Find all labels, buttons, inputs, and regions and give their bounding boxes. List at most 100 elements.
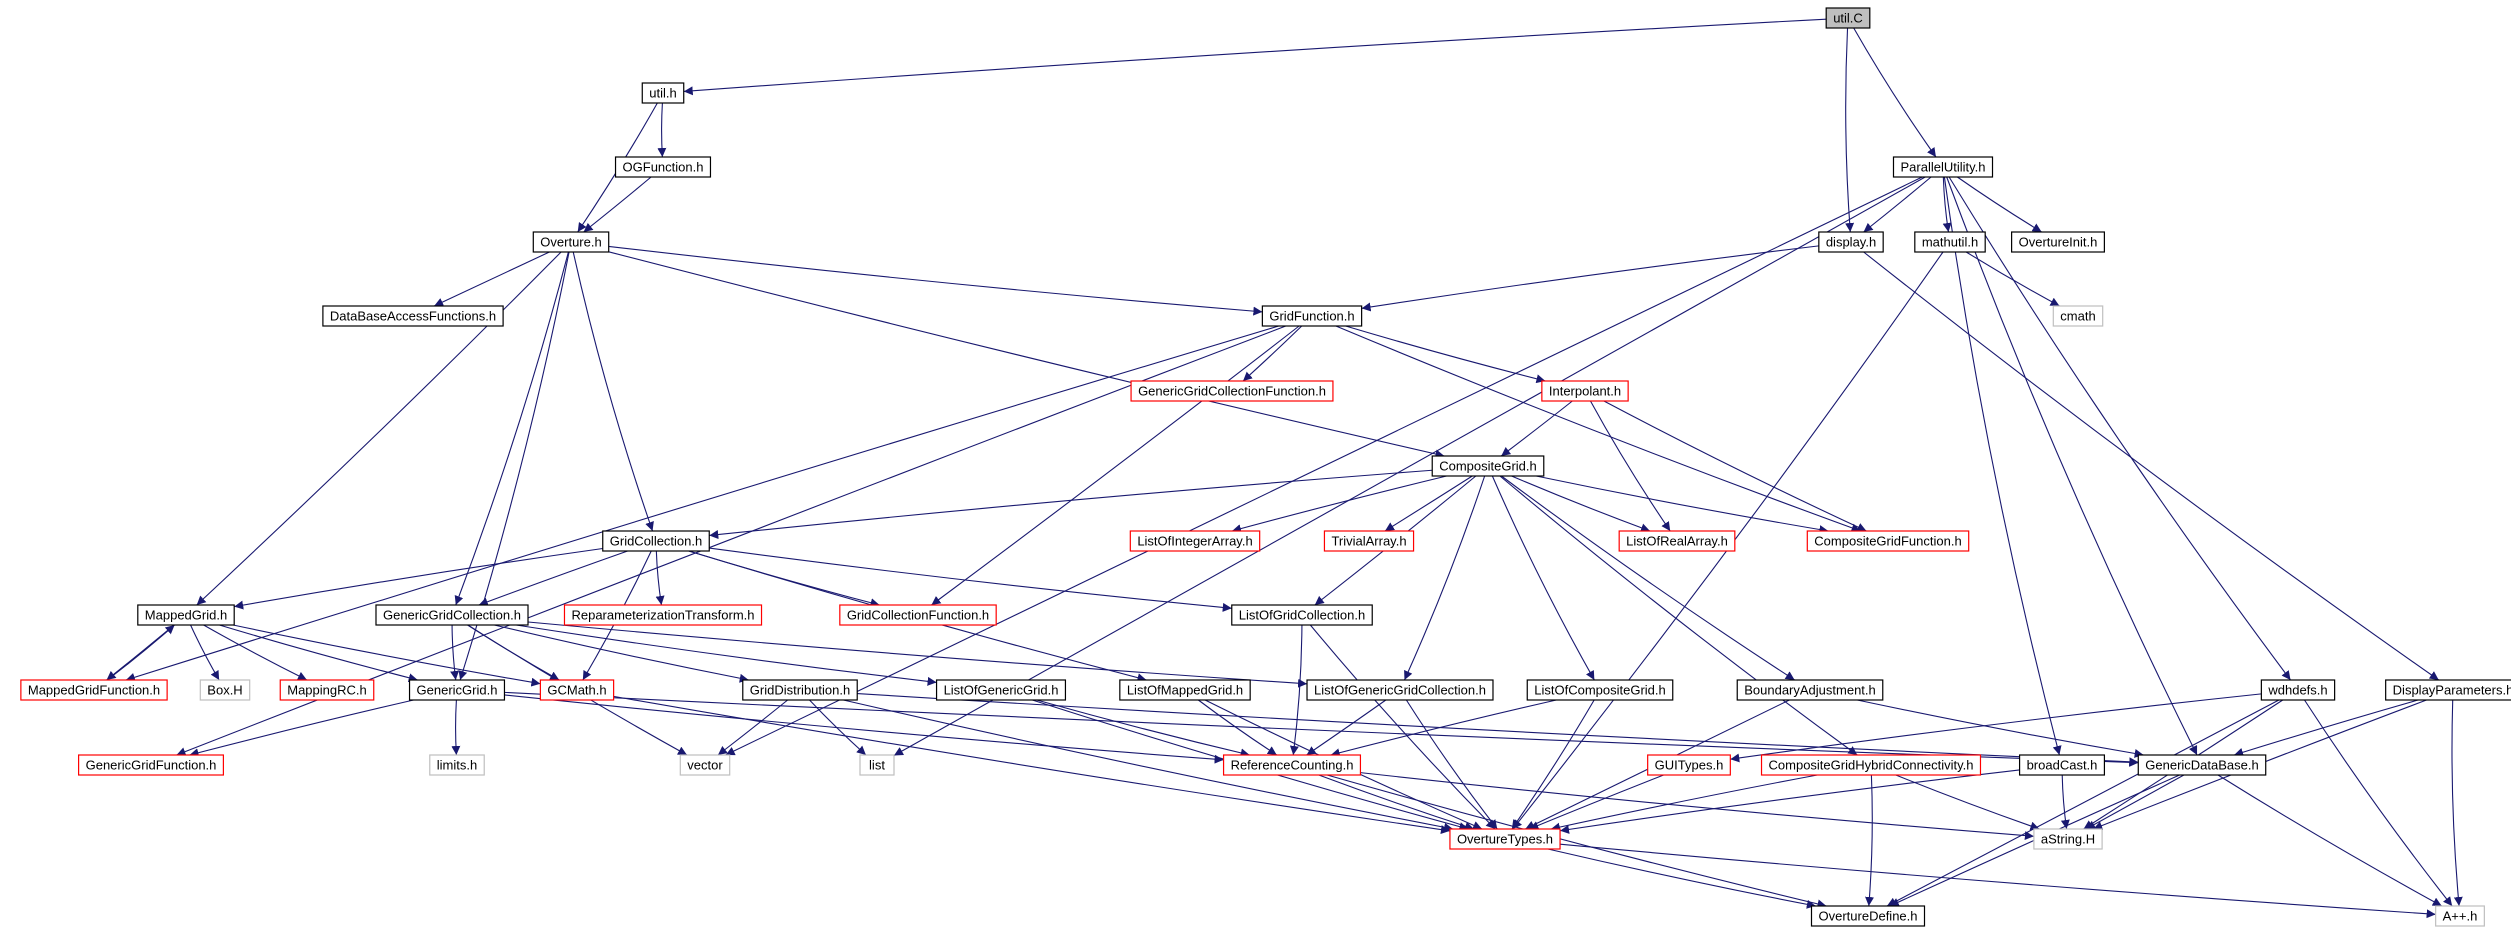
node-genericgrid-h[interactable]: GenericGrid.h: [408, 679, 506, 701]
node-reparameterizationtransform-h[interactable]: ReparameterizationTransform.h: [563, 604, 763, 626]
node-trivialarray-h[interactable]: TrivialArray.h: [1323, 530, 1415, 552]
node-box: [602, 530, 710, 552]
dependency-edge: [1559, 769, 2020, 834]
dependency-edge: [1957, 176, 2042, 233]
node-gridfunction-h[interactable]: GridFunction.h: [1261, 305, 1363, 327]
node-box-h[interactable]: Box.H: [199, 679, 251, 701]
node-a-h[interactable]: A++.h: [2435, 905, 2485, 927]
dependency-edge: [1948, 176, 2291, 681]
node-label: Interpolant.h: [1549, 384, 1621, 399]
node-box: [563, 604, 763, 626]
node-label: vector: [687, 758, 723, 773]
node-compositegrid-h[interactable]: CompositeGrid.h: [1431, 455, 1545, 477]
node-box: [614, 156, 712, 178]
node-display-h[interactable]: display.h: [1818, 231, 1884, 253]
node-box: [429, 754, 485, 776]
node-gridcollectionfunction-h[interactable]: GridCollectionFunction.h: [839, 604, 997, 626]
node-box: [1526, 679, 1674, 701]
node-listofcompositegrid-h[interactable]: ListOfCompositeGrid.h: [1526, 679, 1674, 701]
node-boundaryadjustment-h[interactable]: BoundaryAdjustment.h: [1736, 679, 1884, 701]
node-displayparameters-h[interactable]: DisplayParameters.h: [2385, 679, 2511, 701]
dependency-edge: [2217, 774, 2443, 907]
node-label: GenericGridCollection.h: [383, 608, 521, 623]
dependency-edge: [189, 699, 414, 758]
node-box: [1892, 156, 1994, 178]
node-label: CompositeGridHybridConnectivity.h: [1769, 758, 1974, 773]
dependency-edge: [683, 18, 1827, 96]
node-gcmath-h[interactable]: GCMath.h: [539, 679, 615, 701]
node-label: display.h: [1826, 235, 1876, 250]
dependency-edge: [1886, 699, 2280, 907]
node-box: [322, 305, 504, 327]
node-listofgridcollection-h[interactable]: ListOfGridCollection.h: [1231, 604, 1373, 626]
node-ogfunction-h[interactable]: OGFunction.h: [614, 156, 712, 178]
dependency-edge: [931, 325, 1300, 606]
node-gridcollection-h[interactable]: GridCollection.h: [602, 530, 710, 552]
node-mathutil-h[interactable]: mathutil.h: [1914, 231, 1986, 253]
node-vector[interactable]: vector: [679, 754, 731, 776]
node-overturedefine-h[interactable]: OvertureDefine.h: [1810, 905, 1926, 927]
dependency-edge: [809, 699, 867, 756]
node-overtureinit-h[interactable]: OvertureInit.h: [2011, 231, 2105, 253]
node-util-c[interactable]: util.C: [1825, 7, 1871, 29]
node-cmath[interactable]: cmath: [2052, 305, 2104, 327]
node-box: [1618, 530, 1736, 552]
node-genericgridcollection-h[interactable]: GenericGridCollection.h: [375, 604, 529, 626]
node-griddistribution-h[interactable]: GridDistribution.h: [742, 679, 858, 701]
node-genericdatabase-h[interactable]: GenericDataBase.h: [2137, 754, 2267, 776]
node-genericgridfunction-h[interactable]: GenericGridFunction.h: [78, 754, 224, 776]
dependency-edge: [709, 469, 1433, 540]
node-guitypes-h[interactable]: GUITypes.h: [1647, 754, 1731, 776]
node-util-h[interactable]: util.h: [641, 82, 685, 104]
node-listofgenericgrid-h[interactable]: ListOfGenericGrid.h: [935, 679, 1067, 701]
dependency-edge: [1405, 699, 1498, 830]
node-list[interactable]: list: [859, 754, 895, 776]
dependency-edge: [1857, 699, 2144, 758]
node-listofintegerarray-h[interactable]: ListOfIntegerArray.h: [1129, 530, 1261, 552]
dependency-edge: [516, 624, 937, 686]
dependency-edge: [2085, 774, 2185, 830]
node-box: [1449, 828, 1561, 850]
node-interpolant-h[interactable]: Interpolant.h: [1541, 380, 1629, 402]
node-label: limits.h: [437, 758, 477, 773]
node-mappedgrid-h[interactable]: MappedGrid.h: [137, 604, 235, 626]
dependency-edge: [106, 624, 175, 681]
dependency-edge: [1946, 176, 2198, 756]
node-astring-h[interactable]: aString.H: [2033, 828, 2103, 850]
node-label: GenericDataBase.h: [2145, 758, 2258, 773]
node-label: Overture.h: [540, 235, 601, 250]
dependency-edge: [725, 176, 1923, 756]
dependency-edge: [1550, 774, 1818, 832]
node-compositegridhybridconnectivity-h[interactable]: CompositeGridHybridConnectivity.h: [1760, 754, 1982, 776]
dependency-edge: [583, 176, 652, 233]
dependency-edge: [709, 547, 1232, 612]
node-overture-h[interactable]: Overture.h: [532, 231, 610, 253]
node-box: [1825, 7, 1871, 29]
node-mappingrc-h[interactable]: MappingRC.h: [279, 679, 375, 701]
node-box: [1306, 679, 1494, 701]
dependency-edge: [657, 102, 667, 158]
node-genericgridcollectionfunction-h[interactable]: GenericGridCollectionFunction.h: [1130, 380, 1334, 402]
node-listofmappedgrid-h[interactable]: ListOfMappedGrid.h: [1119, 679, 1251, 701]
node-box: [2011, 231, 2105, 253]
node-limits-h[interactable]: limits.h: [429, 754, 485, 776]
node-referencecounting-h[interactable]: ReferenceCounting.h: [1222, 754, 1362, 776]
dependency-edge: [608, 245, 1263, 316]
node-label: MappingRC.h: [287, 683, 367, 698]
node-mappedgridfunction-h[interactable]: MappedGridFunction.h: [20, 679, 168, 701]
node-label: BoundaryAdjustment.h: [1744, 683, 1876, 698]
node-listofgenericgridcollection-h[interactable]: ListOfGenericGridCollection.h: [1306, 679, 1494, 701]
node-label: ListOfRealArray.h: [1626, 534, 1728, 549]
node-box: [1914, 231, 1986, 253]
node-compositegridfunction-h[interactable]: CompositeGridFunction.h: [1806, 530, 1970, 552]
node-listofrealarray-h[interactable]: ListOfRealArray.h: [1618, 530, 1736, 552]
dependency-edge: [1361, 245, 1819, 312]
node-parallelutility-h[interactable]: ParallelUtility.h: [1892, 156, 1994, 178]
dependency-edge: [1863, 251, 2440, 681]
node-databaseaccessfunctions-h[interactable]: DataBaseAccessFunctions.h: [322, 305, 504, 327]
node-wdhdefs-h[interactable]: wdhdefs.h: [2260, 679, 2336, 701]
dependency-edge: [1318, 774, 1475, 831]
node-overturetypes-h[interactable]: OvertureTypes.h: [1449, 828, 1561, 850]
node-broadcast-h[interactable]: broadCast.h: [2018, 754, 2106, 776]
